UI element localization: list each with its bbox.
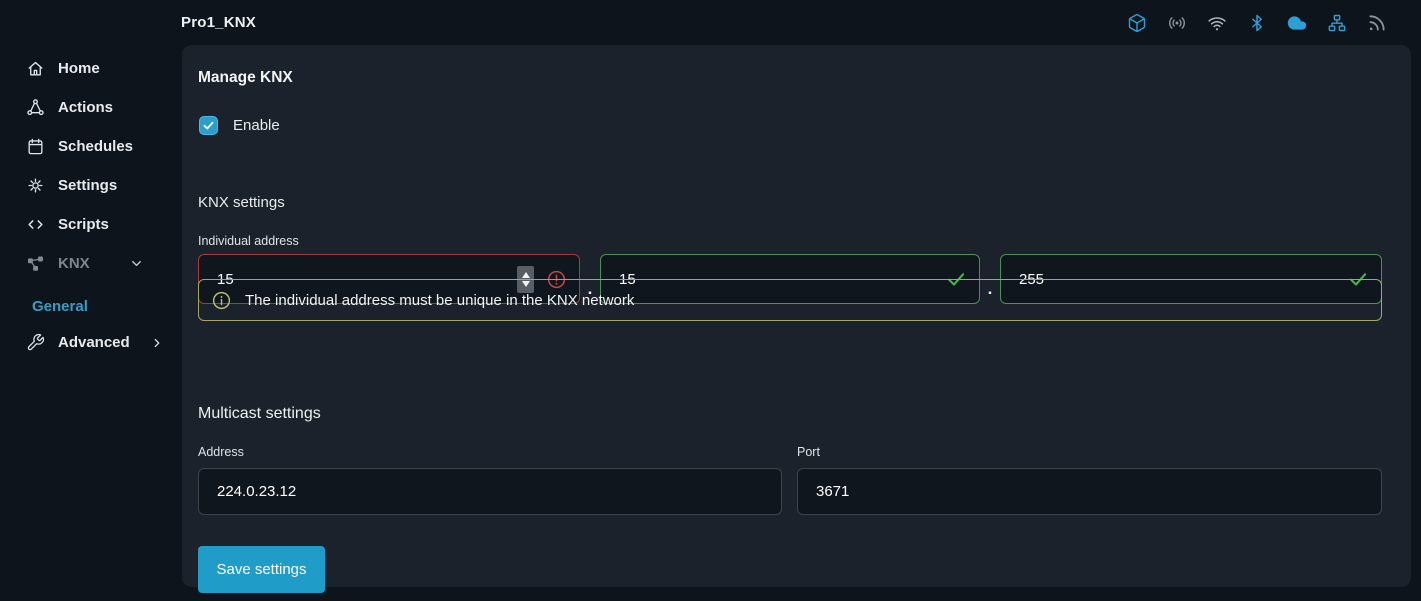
sidebar-item-home[interactable]: Home	[0, 49, 182, 88]
sidebar-item-label: Home	[58, 60, 100, 77]
broadcast-icon	[1167, 13, 1187, 33]
valid-check-icon	[948, 273, 965, 286]
sidebar: Home Actions Schedules Settings Scripts …	[0, 45, 182, 601]
page-title: Pro1_KNX	[181, 14, 256, 31]
knx-settings-label: KNX settings	[198, 194, 285, 211]
rss-icon	[1367, 13, 1387, 33]
chevron-right-icon	[150, 336, 164, 350]
stepper-down-icon[interactable]	[521, 280, 530, 287]
info-icon	[212, 291, 231, 309]
panel-title: Manage KNX	[198, 69, 293, 86]
package-icon	[1127, 13, 1147, 33]
actions-icon	[26, 98, 45, 117]
sidebar-item-label: Settings	[58, 177, 118, 194]
chevron-down-icon	[129, 256, 144, 271]
manage-knx-panel: Manage KNX Enable KNX settings Individua…	[182, 45, 1411, 593]
knx-share-icon	[26, 254, 45, 273]
port-label: Port	[797, 445, 820, 459]
address-label: Address	[198, 445, 244, 459]
address-dot-separator: .	[587, 279, 593, 298]
sidebar-subitem-advanced[interactable]: Advanced	[0, 323, 182, 362]
wifi-icon	[1207, 13, 1227, 33]
sidebar-item-label: Scripts	[58, 216, 109, 233]
cloud-icon	[1287, 13, 1307, 33]
valid-check-icon	[1350, 273, 1367, 286]
sidebar-subitem-general[interactable]: General	[0, 289, 182, 323]
multicast-settings-title: Multicast settings	[198, 405, 321, 422]
network-icon	[1327, 13, 1347, 33]
save-settings-button[interactable]: Save settings	[198, 546, 325, 593]
sidebar-item-schedules[interactable]: Schedules	[0, 127, 182, 166]
home-icon	[26, 59, 45, 78]
sidebar-item-settings[interactable]: Settings	[0, 166, 182, 205]
topbar: Pro1_KNX	[0, 0, 1421, 45]
sidebar-item-actions[interactable]: Actions	[0, 88, 182, 127]
enable-label: Enable	[233, 117, 280, 134]
enable-checkbox[interactable]	[199, 116, 218, 135]
stepper-up-icon[interactable]	[521, 271, 530, 278]
sidebar-subitem-label: General	[32, 297, 88, 315]
multicast-address-input[interactable]	[198, 468, 782, 515]
gear-icon	[26, 176, 45, 195]
bluetooth-icon	[1247, 13, 1267, 33]
multicast-port-input[interactable]	[797, 468, 1382, 515]
sidebar-subitem-label: Advanced	[58, 334, 130, 351]
enable-row: Enable	[199, 116, 280, 135]
status-icon-bar	[1127, 0, 1387, 45]
calendar-icon	[26, 137, 45, 156]
wrench-icon	[26, 333, 45, 352]
sidebar-item-label: Schedules	[58, 138, 134, 155]
individual-address-label: Individual address	[198, 234, 299, 248]
info-message-text: The individual address must be unique in…	[245, 291, 635, 309]
address-dot-separator: .	[987, 279, 993, 298]
sidebar-item-scripts[interactable]: Scripts	[0, 205, 182, 244]
sidebar-item-label: KNX	[58, 255, 90, 272]
code-icon	[26, 215, 45, 234]
check-icon	[203, 121, 214, 130]
sidebar-item-knx[interactable]: KNX	[0, 244, 182, 283]
info-message-box: The individual address must be unique in…	[198, 279, 1382, 321]
sidebar-item-label: Actions	[58, 99, 114, 116]
